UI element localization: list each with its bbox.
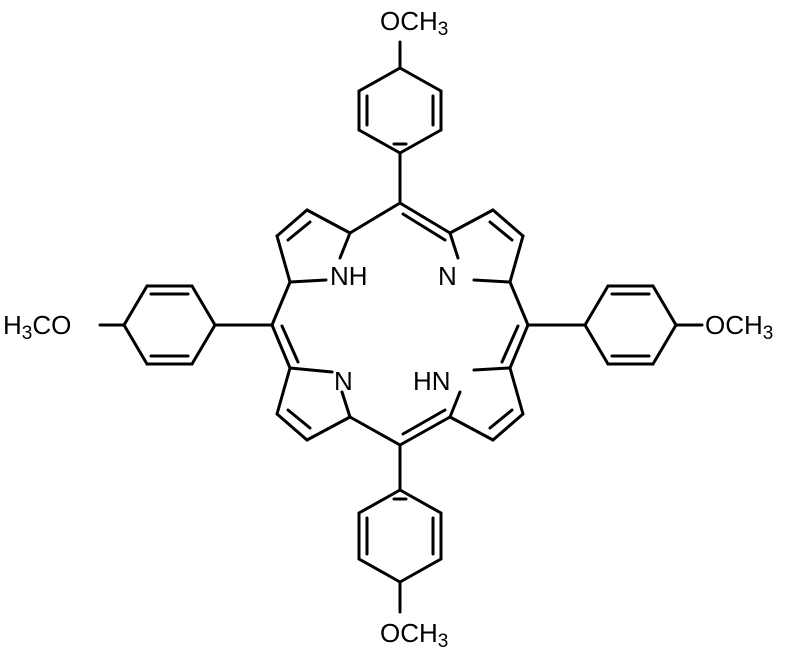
pyrrole-b (398, 201, 530, 327)
right-aryl-ring (526, 284, 704, 366)
pyrrole-d (398, 323, 530, 447)
atom-label-n-bottom: N (334, 366, 353, 396)
methoxy-label-right: OCH3 (705, 310, 773, 344)
atom-label-n-top: N (438, 261, 457, 291)
left-aryl-ring (98, 284, 274, 366)
top-aryl-ring (357, 40, 443, 205)
methoxy-label-top: OCH3 (380, 6, 448, 40)
pyrrole-a (270, 201, 402, 327)
atom-label-nh: NH (330, 261, 368, 291)
methoxy-label-bottom: OCH3 (380, 618, 448, 652)
atom-label-hn: HN (413, 366, 451, 396)
pyrrole-c (270, 323, 402, 447)
bottom-aryl-ring (357, 443, 443, 614)
methoxy-label-left: H3CO (3, 310, 71, 344)
